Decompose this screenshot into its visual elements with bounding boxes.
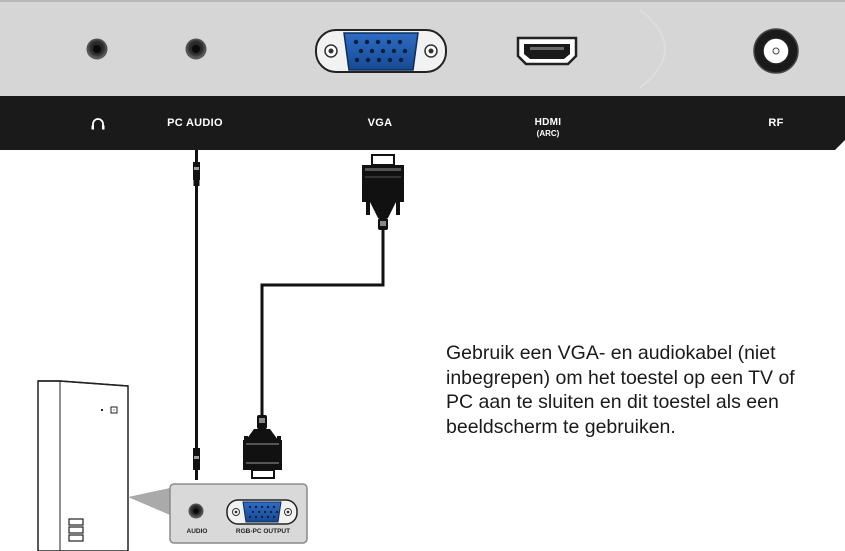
audio-cable <box>193 150 200 480</box>
hdmi-port[interactable] <box>516 36 578 66</box>
headphone-icon <box>91 118 105 130</box>
pc-output-panel <box>169 483 308 544</box>
headphone-jack[interactable] <box>86 38 108 60</box>
pc-audio-out-label: AUDIO <box>186 528 208 535</box>
pc-audio-out-jack[interactable] <box>188 503 204 519</box>
pc-audio-jack[interactable] <box>185 38 207 60</box>
tv-connector-panel <box>0 0 845 150</box>
pc-vga-out-port[interactable] <box>226 499 298 525</box>
instruction-text: Gebruik een VGA- en audiokabel (niet inb… <box>446 342 795 438</box>
pc-tower <box>37 380 170 551</box>
rf-port[interactable] <box>753 28 799 74</box>
vga-cable <box>243 154 404 479</box>
rf-label: RF <box>768 117 784 129</box>
hdmi-arc-label: (ARC) <box>536 129 560 138</box>
label-strip <box>0 96 845 150</box>
pc-audio-label: PC AUDIO <box>167 117 223 129</box>
hdmi-label: HDMI <box>534 117 562 128</box>
vga-port[interactable] <box>315 29 447 73</box>
rgb-pc-output-label: RGB-PC OUTPUT <box>235 528 291 535</box>
vga-label: VGA <box>367 117 393 129</box>
